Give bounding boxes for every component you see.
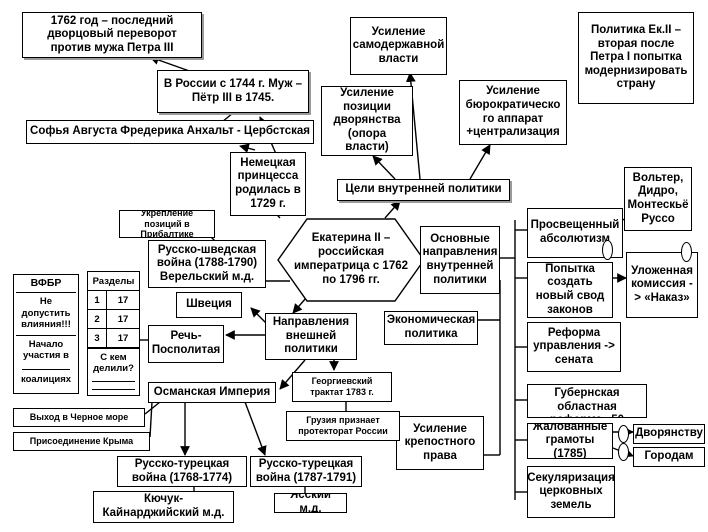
sophia-box: Софья Августа Фредерика Анхальт - Цербст… bbox=[26, 120, 314, 144]
partition-3-year: 17 bbox=[106, 328, 140, 348]
foreign-directions-box: Направления внешней политики bbox=[265, 313, 357, 360]
nobility-box: Усиление позиции дворянства (опора власт… bbox=[321, 86, 413, 156]
vofr-text-3: коалициях bbox=[20, 374, 72, 386]
georgia-protectorate-box: Грузия признает протекторат России bbox=[286, 411, 400, 441]
center-hexagon: Екатерина II – российская императрица с … bbox=[277, 218, 425, 302]
with-whom-blank-1 bbox=[92, 377, 135, 382]
main-internal-box: Основные направления внутренней политики bbox=[420, 226, 500, 294]
georgievsk-treaty-box: Георгиевский трактат 1783 г. bbox=[292, 372, 392, 402]
sweden-box: Швеция bbox=[176, 292, 242, 318]
commission-box: Уложенная комиссия -> «Наказ» bbox=[626, 252, 698, 318]
charters-box: Жалованные грамоты (1785) bbox=[527, 423, 613, 459]
vofr-title: ВФБР bbox=[30, 277, 62, 289]
baltic-box: Укрепление позиций в Прибалтике bbox=[119, 210, 215, 238]
kuchuk-kainarji-box: Кючук-Кайнарджийский м.д. bbox=[93, 491, 234, 523]
provincial-reform-box: Губернская областная реформа 50 bbox=[527, 384, 647, 418]
center-text: Екатерина II – российская императрица с … bbox=[293, 232, 409, 286]
vofr-blank bbox=[22, 367, 70, 371]
with-whom-box: С кем делили? bbox=[87, 348, 140, 396]
partition-2-num: 2 bbox=[87, 309, 107, 329]
jassy-box: Ясский м.д. bbox=[274, 493, 347, 513]
vofr-text-2: Начало участия в bbox=[16, 334, 76, 361]
partition-3-num: 3 bbox=[87, 328, 107, 348]
poland-box: Речь-Посполитая bbox=[148, 325, 224, 363]
policy-note-box: Политика Ек.II – вторая после Петра I по… bbox=[578, 12, 694, 104]
crimea-box: Присоединение Крыма bbox=[13, 432, 150, 451]
serfdom-box: Усиление крепостного права bbox=[396, 416, 484, 470]
secularization-box: Секуляризация церковных земель bbox=[527, 466, 615, 518]
admin-reform-box: Реформа управления -> сената bbox=[527, 322, 621, 372]
economic-box: Экономическая политика bbox=[384, 311, 478, 345]
partition-2-year: 17 bbox=[106, 309, 140, 329]
provincial-reform-text: Губернская областная реформа bbox=[550, 387, 620, 417]
charters-oval-marker-2 bbox=[618, 443, 629, 461]
partitions-header: Разделы bbox=[87, 271, 140, 291]
coup-box: 1762 год – последний дворцовый переворот… bbox=[22, 12, 202, 58]
russo-turkish-war-1-box: Русско-турецкая война (1768-1774) bbox=[117, 456, 247, 487]
philosophers-box: Вольтер, Дидро, Монтескьё Руссо bbox=[624, 167, 692, 231]
nobility-charter-box: Дворянству bbox=[633, 424, 705, 444]
black-sea-box: Выход в Черное море bbox=[13, 408, 145, 427]
swedish-war-box: Русско-шведская война (1788-1790) Верель… bbox=[148, 240, 266, 288]
vofr-text-1: Не допустить влияния!!! bbox=[16, 292, 76, 330]
russo-turkish-war-2-box: Русско-турецкая война (1787-1791) bbox=[250, 456, 362, 487]
in-russia-box: В России с 1744 г. Муж – Пётр III в 1745… bbox=[157, 70, 309, 113]
bureaucracy-box: Усиление бюрократическо го аппарат +цент… bbox=[459, 80, 567, 145]
commission-oval-marker bbox=[681, 242, 692, 262]
enlightened-oval-marker bbox=[602, 240, 613, 260]
german-princess-box: Немецкая принцесса родилась в 1729 г. bbox=[230, 152, 306, 216]
towns-charter-box: Городам bbox=[633, 447, 705, 467]
internal-goals-box: Цели внутренней политики bbox=[337, 179, 510, 201]
with-whom-blank-2 bbox=[92, 385, 135, 390]
partition-1-num: 1 bbox=[87, 290, 107, 310]
partition-1-year: 17 bbox=[106, 290, 140, 310]
vofr-box: ВФБР Не допустить влияния!!! Начало учас… bbox=[13, 274, 79, 394]
provincial-reform-number: 50 bbox=[611, 414, 624, 417]
new-laws-box: Попытка создать новый свод законов bbox=[527, 262, 613, 318]
ottoman-box: Османская Империя bbox=[148, 382, 276, 403]
with-whom-text: С кем делили? bbox=[93, 352, 134, 374]
charters-oval-marker-1 bbox=[618, 425, 629, 443]
autocracy-box: Усиление самодержавной власти bbox=[350, 17, 447, 75]
